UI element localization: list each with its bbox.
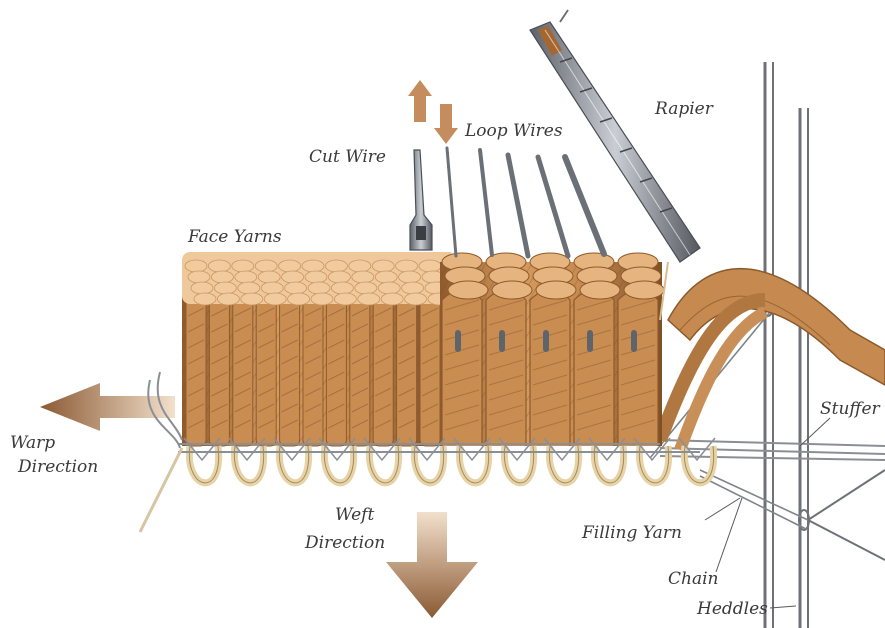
cut-yarn-end [264, 293, 286, 305]
cut-yarn-end [288, 293, 310, 305]
loop-pile-tuft [442, 290, 482, 446]
loop-wire-end [455, 330, 461, 352]
face-yarn-tuft [303, 290, 323, 446]
cut-yarn-end [372, 260, 394, 272]
cut-yarn-end [305, 271, 327, 283]
label-weft-direction-1: Weft [335, 505, 374, 525]
cut-yarn-end [325, 260, 347, 272]
label-weft-direction-2: Direction [304, 533, 385, 553]
cut-yarn-end [331, 282, 353, 294]
cut-yarn-end [238, 282, 260, 294]
loop-top [448, 281, 488, 299]
face-yarn-tuft [186, 290, 206, 446]
cut-yarn-end [188, 271, 210, 283]
loop-wire-end [499, 330, 505, 352]
cut-yarn-end [349, 260, 371, 272]
loop-pile-tuft [530, 290, 570, 446]
face-yarn-block [182, 252, 452, 446]
loop-pile-block [440, 253, 664, 446]
cut-yarn-end [311, 293, 333, 305]
cut-yarn-end [405, 293, 427, 305]
face-yarn-tuft [326, 290, 346, 446]
cut-yarn-end [279, 260, 301, 272]
label-warp-direction-1: Warp [10, 433, 55, 453]
label-warp-direction-2: Direction [17, 457, 98, 477]
cut-yarn-end [258, 271, 280, 283]
label-cut-wire: Cut Wire [309, 147, 386, 167]
label-leaders [705, 418, 830, 608]
loop-top [624, 281, 664, 299]
cut-yarn-end [396, 260, 418, 272]
loop-pile-tuft [574, 290, 614, 446]
cut-yarn-end [194, 293, 216, 305]
cut-yarn-end [217, 293, 239, 305]
label-face-yarns: Face Yarns [187, 227, 282, 247]
cut-yarn-end [308, 282, 330, 294]
cut-yarn-end [352, 271, 374, 283]
face-yarn-tuft [373, 290, 393, 446]
cut-yarn-end [302, 260, 324, 272]
label-rapier: Rapier [654, 99, 714, 119]
label-loop-wires: Loop Wires [464, 121, 563, 141]
cut-yarn-end [399, 271, 421, 283]
cut-yarn-end [334, 293, 356, 305]
cut-yarn-end [211, 271, 233, 283]
loop-top [580, 281, 620, 299]
cut-yarn-end [355, 282, 377, 294]
loop-pile-tuft [618, 290, 658, 446]
cut-yarn-end [358, 293, 380, 305]
cut-yarn-end [378, 282, 400, 294]
cut-yarn-end [214, 282, 236, 294]
cut-wire [410, 150, 432, 250]
loop-wires [447, 148, 604, 256]
cut-yarn-end [328, 271, 350, 283]
face-yarn-tuft [280, 290, 300, 446]
face-yarn-tuft [209, 290, 229, 446]
face-yarn-tuft [256, 290, 276, 446]
face-yarn-tuft [233, 290, 253, 446]
face-yarn-tuft [397, 290, 417, 446]
cut-yarn-end [419, 260, 441, 272]
face-yarn-tuft [350, 290, 370, 446]
cut-yarn-end [241, 293, 263, 305]
cut-yarn-end [185, 260, 207, 272]
loop-wire-end [631, 330, 637, 352]
cut-yarn-end [285, 282, 307, 294]
label-filling-yarn: Filling Yarn [581, 523, 682, 543]
label-heddles: Heddles [696, 599, 768, 619]
label-stuffer: Stuffer [820, 399, 881, 419]
cut-yarn-end [232, 260, 254, 272]
loop-wire-end [587, 330, 593, 352]
weft-direction-arrow [386, 512, 478, 618]
cut-yarn-end [208, 260, 230, 272]
loop-pile-tuft [486, 290, 526, 446]
cut-yarn-end [381, 293, 403, 305]
loop-top [536, 281, 576, 299]
face-yarn-tuft [420, 290, 440, 446]
cut-yarn-end [191, 282, 213, 294]
cut-yarn-end [282, 271, 304, 283]
loop-wire-end [543, 330, 549, 352]
cut-yarn-end [375, 271, 397, 283]
cut-yarn-end [255, 260, 277, 272]
warp-direction-arrow [40, 383, 175, 431]
cut-wire-motion-arrows [408, 80, 458, 144]
label-chain: Chain [668, 569, 718, 589]
cut-yarn-end [261, 282, 283, 294]
cut-yarn-end [235, 271, 257, 283]
cut-yarn-end [402, 282, 424, 294]
loop-top [492, 281, 532, 299]
